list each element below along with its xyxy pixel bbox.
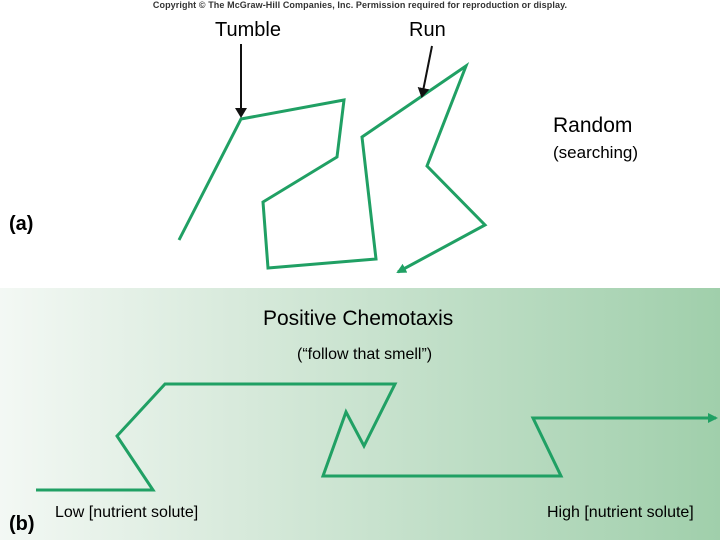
copyright-notice: Copyright © The McGraw-Hill Companies, I…	[152, 0, 568, 10]
panel-b-gradient-background	[0, 288, 720, 540]
run-pointer-arrow	[417, 45, 433, 98]
chemotaxis-title: Positive Chemotaxis	[263, 307, 454, 330]
panel-a-letter: (a)	[9, 213, 34, 235]
random-subtitle: (searching)	[553, 143, 639, 162]
low-nutrient-label: Low [nutrient solute]	[55, 504, 199, 521]
run-label: Run	[409, 19, 446, 41]
panel-b-letter: (b)	[9, 513, 35, 535]
random-title: Random	[553, 114, 633, 137]
high-nutrient-label: High [nutrient solute]	[547, 504, 694, 521]
chemotaxis-path	[36, 382, 718, 492]
random-walk-path	[177, 62, 488, 274]
tumble-label: Tumble	[215, 19, 281, 41]
chemotaxis-subtitle: (“follow that smell”)	[297, 346, 433, 363]
